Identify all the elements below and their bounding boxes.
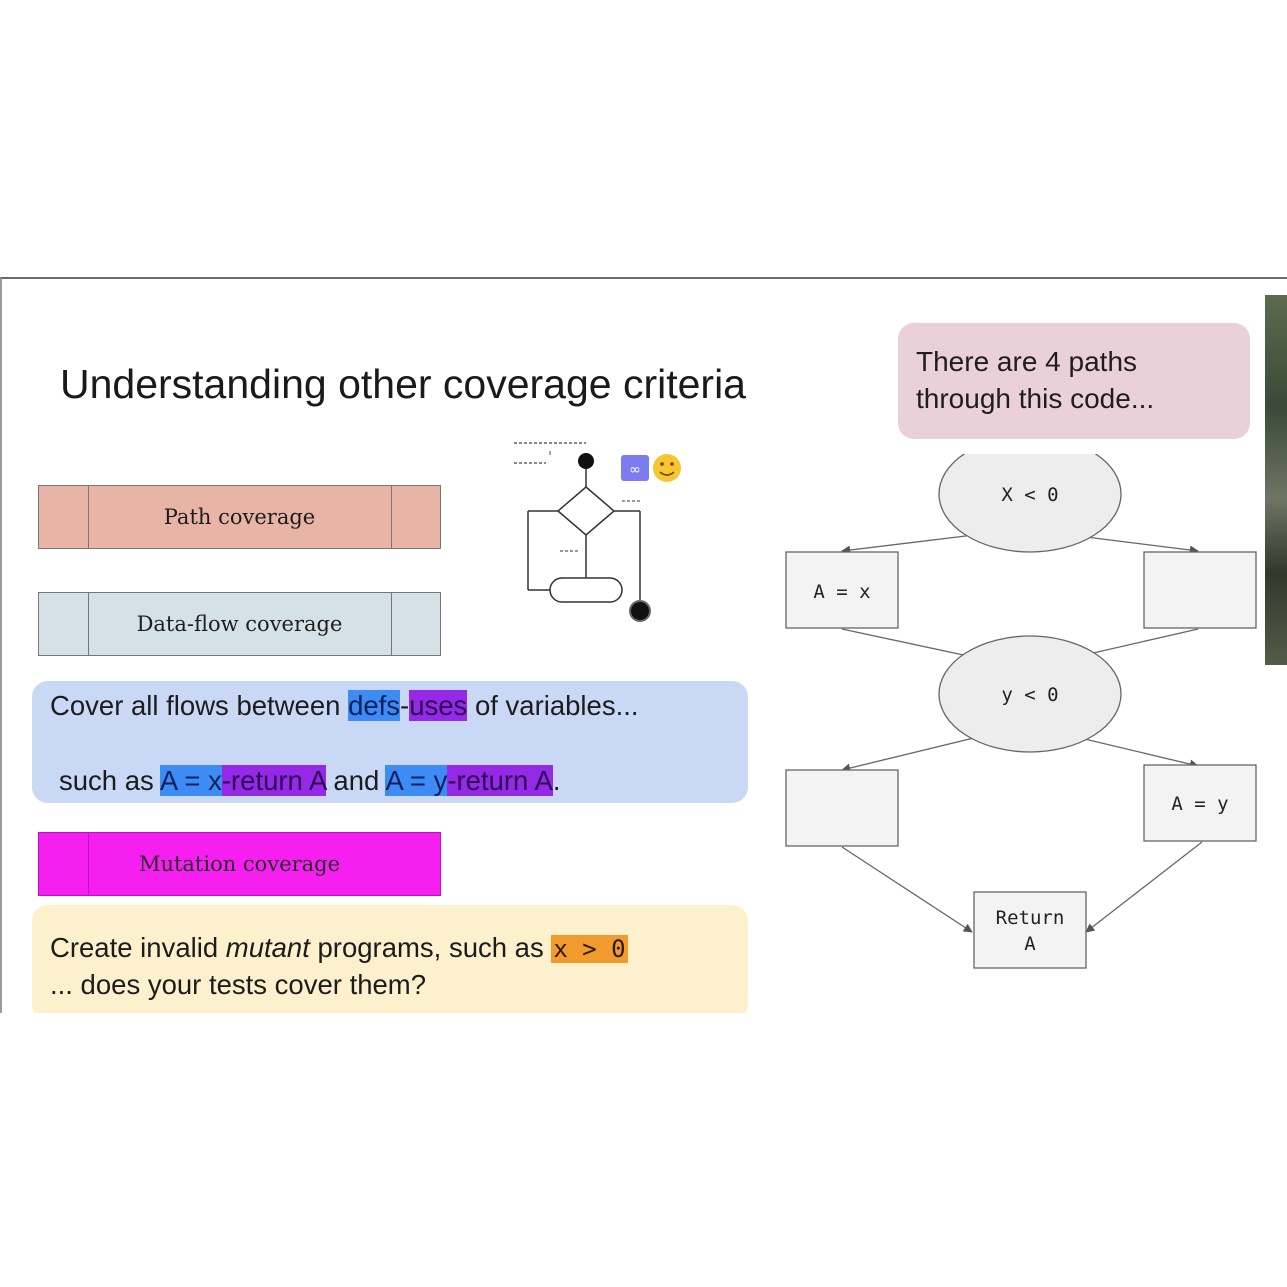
cond2-text: y < 0 bbox=[1001, 684, 1058, 706]
webcam-video-strip bbox=[1265, 295, 1287, 665]
empty-branch-node bbox=[785, 769, 899, 847]
return-a-highlight: -return A bbox=[447, 765, 553, 796]
box-divider bbox=[88, 486, 89, 548]
a-eq-y-highlight: A = y bbox=[385, 765, 448, 796]
empty-branch-node bbox=[1143, 551, 1257, 629]
infinity-badge-icon bbox=[621, 455, 649, 481]
condition-y-node bbox=[938, 635, 1122, 753]
text-segment: . bbox=[552, 765, 561, 796]
callout-line-1: There are 4 paths bbox=[916, 346, 1138, 377]
control-flow-diagram: X < 0 A = x y < 0 A = y Return A bbox=[785, 454, 1257, 969]
assign-x-text: A = x bbox=[813, 581, 870, 603]
box-divider bbox=[391, 593, 392, 655]
path-coverage-label: Path coverage bbox=[163, 505, 316, 529]
assign-y-node bbox=[1143, 764, 1257, 842]
callout-line-2: through this code... bbox=[916, 383, 1155, 414]
return-text-1: Return bbox=[996, 907, 1065, 929]
assign-y-text: A = y bbox=[1171, 793, 1228, 815]
text-segment: such as bbox=[59, 765, 160, 796]
condition-x-node bbox=[938, 454, 1122, 553]
return-a-highlight: -return A bbox=[221, 765, 326, 796]
box-divider bbox=[88, 833, 89, 895]
paths-callout: There are 4 paths through this code... bbox=[898, 323, 1250, 439]
mutation-coverage-box[interactable]: Mutation coverage bbox=[38, 832, 441, 896]
mutation-coverage-label: Mutation coverage bbox=[138, 852, 341, 876]
slide-title: Understanding other coverage criteria bbox=[60, 361, 746, 407]
text-segment: of variables... bbox=[467, 690, 639, 721]
mutant-line-2: ... does your tests cover them? bbox=[50, 969, 427, 1000]
defs-uses-line-1: Cover all flows between defs-uses of var… bbox=[50, 690, 639, 722]
assign-x-node bbox=[785, 551, 899, 629]
smiley-emoji-icon bbox=[653, 454, 681, 482]
text-segment: programs, such as bbox=[309, 932, 552, 963]
path-coverage-box[interactable]: Path coverage bbox=[38, 485, 441, 549]
text-segment: Cover all flows between bbox=[50, 690, 349, 721]
uses-highlight: uses bbox=[409, 690, 468, 721]
mutant-code-highlight: x > 0 bbox=[551, 935, 628, 963]
dataflow-coverage-label: Data-flow coverage bbox=[136, 612, 343, 636]
dataflow-coverage-box[interactable]: Data-flow coverage bbox=[38, 592, 441, 656]
defs-highlight: defs bbox=[348, 690, 401, 721]
mutant-line-1: Create invalid mutant programs, such as … bbox=[50, 932, 628, 964]
defs-uses-line-2: such as A = x-return A and A = y-return … bbox=[59, 765, 560, 797]
mutant-panel: Create invalid mutant programs, such as … bbox=[32, 905, 748, 1013]
slide: Understanding other coverage criteria Th… bbox=[0, 277, 1287, 1013]
a-eq-x-highlight: A = x bbox=[159, 765, 222, 796]
text-segment: - bbox=[400, 690, 410, 721]
svg-text:∞: ∞ bbox=[629, 462, 641, 478]
return-node bbox=[973, 891, 1087, 969]
box-divider bbox=[88, 593, 89, 655]
cond1-text: X < 0 bbox=[1001, 484, 1058, 506]
defs-uses-panel: Cover all flows between defs-uses of var… bbox=[32, 681, 748, 803]
text-segment: Create invalid bbox=[50, 932, 226, 963]
text-segment: and bbox=[325, 765, 386, 796]
flowchart-thumbnail-icon: ∞ bbox=[514, 442, 681, 622]
box-divider bbox=[391, 486, 392, 548]
mutant-emphasis: mutant bbox=[225, 932, 310, 963]
return-text-2: A bbox=[1024, 933, 1036, 955]
